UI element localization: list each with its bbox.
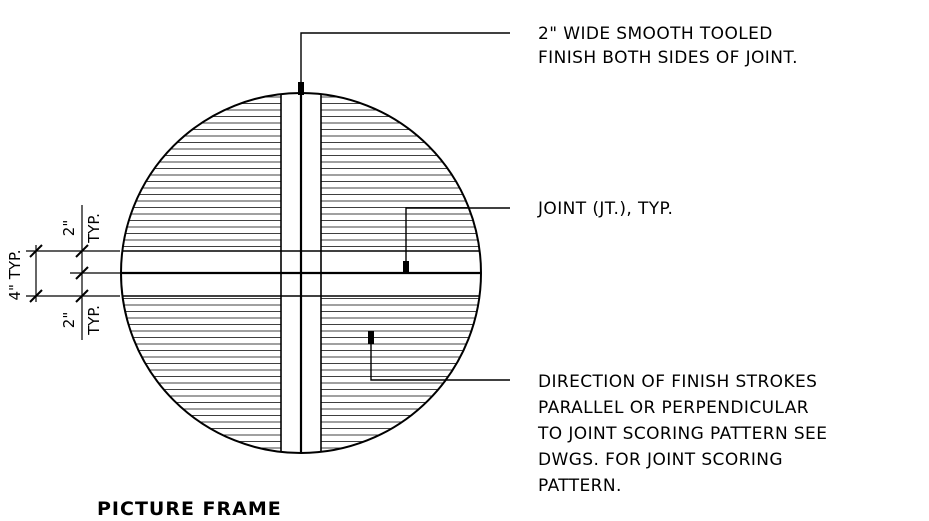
dim-upper-typ: TYP. [85, 213, 103, 244]
leader-marker-tooled [298, 82, 304, 95]
note-finish-direction-line-2: PARALLEL OR PERPENDICULAR [538, 398, 809, 418]
dimension-ticks [29, 244, 89, 303]
leader-marker-finish [368, 331, 374, 344]
leader-marker-joint [403, 261, 409, 274]
dim-lower-typ: TYP. [85, 305, 103, 336]
note-finish-direction-line-3: TO JOINT SCORING PATTERN SEE [537, 424, 827, 444]
note-tooled-finish-line-1: 2" WIDE SMOOTH TOOLED [538, 24, 773, 44]
note-finish-direction-line-5: PATTERN. [538, 476, 622, 496]
dimension-lines [26, 205, 120, 340]
dim-upper-value: 2" [60, 220, 78, 236]
dim-overall: 4" TYP. [6, 249, 24, 300]
leader-finish-direction [370, 343, 510, 381]
joint-band-edges [121, 93, 481, 453]
note-finish-direction-line-1: DIRECTION OF FINISH STROKES [538, 372, 817, 392]
note-joint: JOINT (JT.), TYP. [537, 199, 673, 219]
leader-joint [405, 207, 510, 262]
leader-tooled-finish [300, 32, 510, 93]
finish-hatching [121, 96, 481, 449]
note-finish-direction-line-4: DWGS. FOR JOINT SCORING [538, 450, 783, 470]
note-tooled-finish-line-2: FINISH BOTH SIDES OF JOINT. [538, 48, 798, 68]
joint-centerlines [121, 93, 481, 453]
drawing-title: PICTURE FRAME [97, 498, 282, 520]
dim-lower-value: 2" [60, 312, 78, 328]
